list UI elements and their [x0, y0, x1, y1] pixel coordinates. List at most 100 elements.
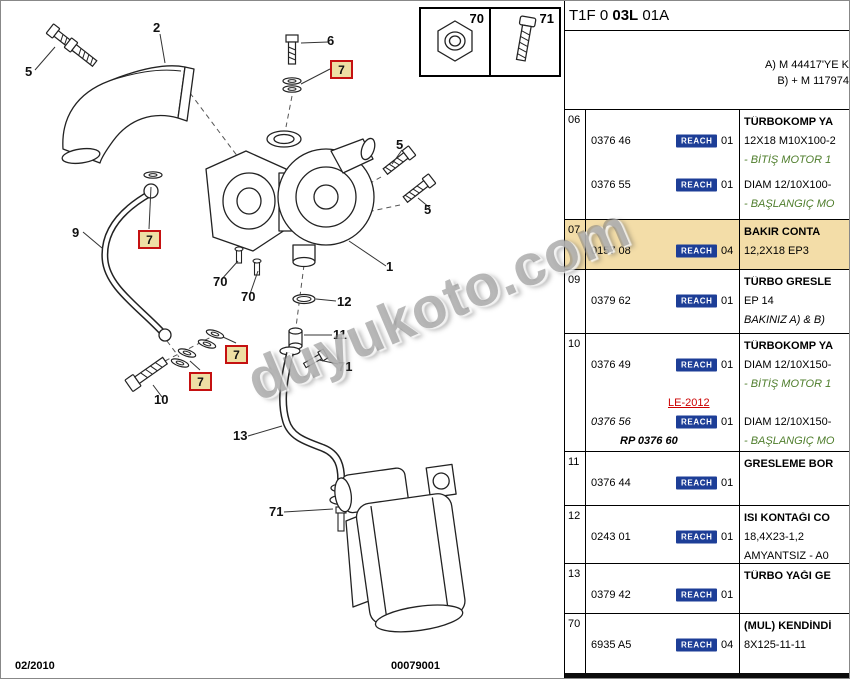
quantity: 01	[721, 415, 734, 428]
leader-lines	[34, 33, 431, 513]
part-spec: AMYANTSIZ - A0	[744, 549, 829, 562]
quantity: 01	[721, 134, 734, 147]
inset-item-70[interactable]: 70	[421, 9, 489, 75]
callout-9[interactable]: 9	[72, 225, 80, 240]
part-row-06[interactable]: 06 TÜRBOKOMP YA 0376 46 REACH 01 12X18 M…	[565, 109, 849, 219]
reach-badge[interactable]: REACH	[676, 530, 718, 543]
part-row-09[interactable]: 09 TÜRBO GRESLE 0379 62 REACH 01 EP 14 B…	[565, 269, 849, 333]
part-number-superseded: 0376 56	[591, 415, 631, 428]
le2012-link[interactable]: LE-2012	[668, 396, 710, 409]
part-spec: EP 14	[744, 294, 774, 307]
part-number: 0379 42	[591, 588, 631, 601]
parts-table-panel: T1F 0 03L 01A A) M 44417'YE K B) + M 117…	[564, 1, 849, 678]
reach-badge[interactable]: REACH	[676, 415, 718, 428]
part-spec: 18,4X23-1,2	[744, 530, 804, 543]
part-number: 0376 55	[591, 178, 631, 191]
validity-note: - BİTİŞ MOTOR 1	[744, 377, 832, 390]
part-row-12[interactable]: 12 ISI KONTAĞI CO 0243 01 REACH 01 18,4X…	[565, 505, 849, 563]
callout-71[interactable]: 71	[269, 504, 284, 519]
reach-badge[interactable]: REACH	[676, 638, 718, 651]
part-number: 0376 44	[591, 476, 631, 489]
reach-badge[interactable]: REACH	[676, 358, 718, 371]
part-row-07-selected[interactable]: 07 BAKIR CONTA 0157 08 REACH 04 12,2X18 …	[565, 219, 849, 269]
quantity: 01	[721, 476, 734, 489]
quantity: 01	[721, 588, 734, 601]
part-row-13[interactable]: 13 TÜRBO YAĞI GE 0379 42 REACH 01	[565, 563, 849, 613]
reach-badge[interactable]: REACH	[676, 178, 718, 191]
bolt-5-right	[381, 145, 437, 205]
part-row-11[interactable]: 11 GRESLEME BOR 0376 44 REACH 01	[565, 451, 849, 505]
elbow-pipe-drawing	[61, 65, 195, 165]
table-header: T1F 0 03L 01A	[565, 1, 849, 31]
inset-item-71[interactable]: 71	[489, 9, 559, 75]
callout-7-highlight[interactable]: 7	[189, 372, 212, 391]
validity-note: - BİTİŞ MOTOR 1	[744, 153, 832, 166]
parts-rows: 06 TÜRBOKOMP YA 0376 46 REACH 01 12X18 M…	[565, 109, 849, 673]
plate-code-bold: 03L	[612, 7, 639, 24]
reach-badge[interactable]: REACH	[676, 244, 718, 257]
callout-5[interactable]: 5	[396, 137, 404, 152]
oring-12-drawing	[292, 293, 316, 305]
part-spec: 12,2X18 EP3	[744, 244, 809, 257]
reach-badge[interactable]: REACH	[676, 476, 718, 489]
part-number: 0379 62	[591, 294, 631, 307]
part-spec: 12X18 M10X100-2	[744, 134, 836, 147]
quantity: 04	[721, 638, 734, 651]
reach-badge[interactable]: REACH	[676, 294, 718, 307]
part-number: 6935 A5	[591, 638, 632, 651]
row-ref: 70	[568, 618, 581, 630]
part-title: BAKIR CONTA	[744, 225, 821, 238]
callout-1[interactable]: 1	[386, 259, 394, 274]
callout-12[interactable]: 12	[337, 294, 352, 309]
inset-number-71: 71	[539, 11, 554, 26]
callout-7-highlight[interactable]: 7	[138, 230, 161, 249]
callout-13[interactable]: 13	[233, 428, 248, 443]
callout-70[interactable]: 70	[241, 289, 256, 304]
fitting-11-drawing	[288, 327, 303, 350]
row-ref: 07	[568, 224, 581, 236]
row-ref: 13	[568, 568, 581, 580]
part-row-10[interactable]: 10 TÜRBOKOMP YA 0376 49 REACH 01 DIAM 12…	[565, 333, 849, 451]
callout-70[interactable]: 70	[213, 274, 228, 289]
part-spec: 8X125-11-11	[744, 638, 806, 651]
screw-71-mid-drawing	[302, 348, 329, 369]
table-bottom-bar	[565, 673, 849, 678]
reach-badge[interactable]: REACH	[676, 134, 718, 147]
bolt-5-topleft	[45, 23, 99, 69]
callout-5[interactable]: 5	[424, 202, 432, 217]
callout-7-highlight[interactable]: 7	[225, 345, 248, 364]
reach-badge[interactable]: REACH	[676, 588, 718, 601]
part-number: 0243 01	[591, 530, 631, 543]
part-title: TÜRBOKOMP YA	[744, 339, 834, 352]
row-ref: 12	[568, 510, 581, 522]
row-ref: 06	[568, 114, 581, 126]
callout-5[interactable]: 5	[25, 64, 33, 79]
note-b: B) + M 117974	[777, 75, 849, 87]
row-ref: 10	[568, 338, 581, 350]
see-note: BAKINIZ A) & B)	[744, 313, 825, 326]
turbocharger-drawing	[205, 130, 376, 268]
part-title: TÜRBO YAĞI GE	[744, 569, 831, 582]
callout-71[interactable]: 71	[338, 359, 353, 374]
plate-code: T1F 0 03L 01A	[569, 7, 669, 24]
exploded-diagram-drawing	[34, 23, 466, 633]
callout-2[interactable]: 2	[153, 20, 161, 35]
part-spec: DIAM 12/10X150-	[744, 358, 832, 371]
callout-7-highlight[interactable]: 7	[330, 60, 353, 79]
quantity: 01	[721, 358, 734, 371]
validity-note: - BAŞLANGIÇ MO	[744, 197, 835, 210]
part-title: GRESLEME BOR	[744, 457, 834, 470]
plate-code-prefix: T1F 0	[569, 7, 613, 24]
callout-11[interactable]: 11	[333, 327, 347, 342]
inset-number-70: 70	[469, 11, 484, 26]
callout-6[interactable]: 6	[327, 33, 335, 48]
part-title: TÜRBOKOMP YA	[744, 115, 834, 128]
callout-10[interactable]: 10	[154, 392, 169, 407]
replacement-part: RP 0376 60	[620, 434, 678, 447]
washer-7-top	[282, 77, 302, 85]
bolt-6-drawing	[285, 34, 299, 65]
part-spec: DIAM 12/10X150-	[744, 415, 832, 428]
part-row-70[interactable]: 70 (MUL) KENDİNDİ 6935 A5 REACH 04 8X125…	[565, 613, 849, 673]
nut-icon	[437, 20, 473, 62]
bolt-icon	[515, 15, 537, 62]
